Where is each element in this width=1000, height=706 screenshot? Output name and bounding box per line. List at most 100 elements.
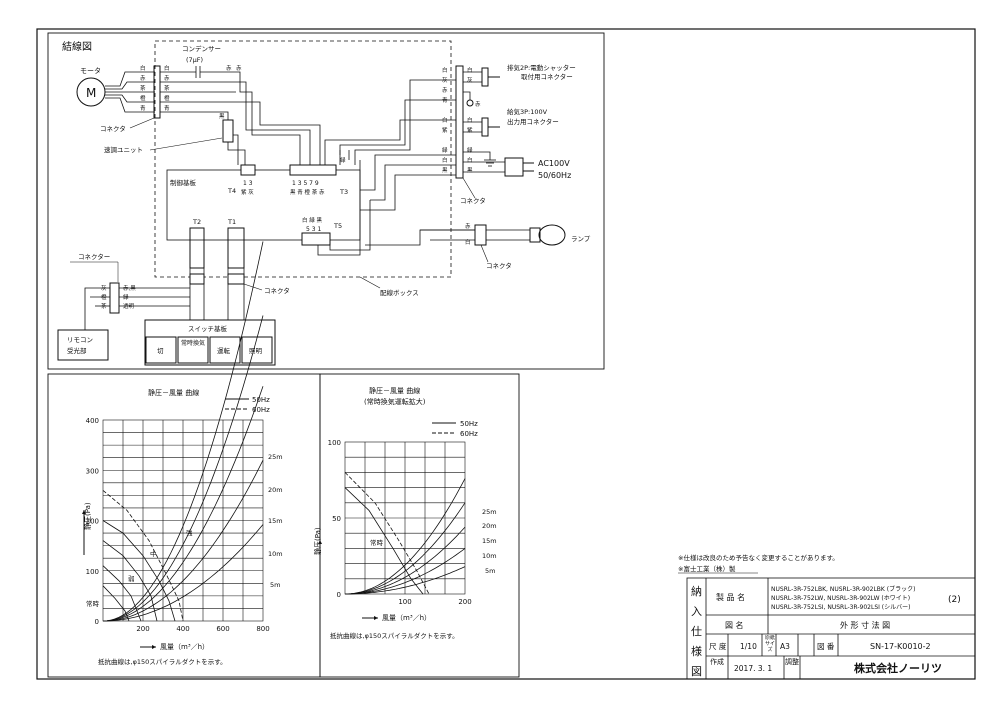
wiring-title: 結線図 — [62, 40, 92, 53]
remote-receiver — [57, 329, 109, 361]
x-tick-label: 800 — [256, 625, 269, 633]
scale-label: 尺 度 — [709, 641, 727, 651]
svg-text:白: 白 — [465, 238, 471, 246]
svg-text:中: 中 — [150, 549, 157, 558]
wiring-box — [154, 40, 452, 278]
svg-text:常時: 常時 — [370, 538, 384, 547]
note-2: ※富士工業（株）製 — [678, 564, 736, 573]
chart2-note: 抵抗曲線は,φ150スパイラルダクトを示す。 — [330, 631, 459, 640]
svg-text:緑: 緑 — [467, 146, 473, 154]
switch-board — [144, 319, 276, 366]
svg-text:T1: T1 — [227, 218, 236, 226]
chart2-subtitle: (常時換気運転拡大) — [364, 397, 426, 406]
remote-connector-label: コネクター — [78, 252, 110, 261]
chart2-title: 静圧－風量 曲線 — [369, 386, 420, 395]
t1-harness — [227, 227, 245, 269]
chart1-title: 静圧－風量 曲線 — [148, 388, 199, 397]
svg-text:20m: 20m — [482, 522, 497, 530]
fan-curve-always-50 — [102, 585, 130, 622]
svg-text:青: 青 — [442, 96, 448, 104]
y-tick-label: 200 — [86, 518, 99, 526]
svg-text:白 緑 黒: 白 緑 黒 — [302, 216, 322, 224]
chart2-xlabel: 風量（m³／h） — [382, 614, 431, 622]
svg-text:切: 切 — [157, 347, 164, 355]
svg-text:灰: 灰 — [467, 76, 473, 84]
fan-curve-mid-50 — [102, 540, 158, 622]
svg-text:10m: 10m — [268, 550, 283, 558]
svg-text:白: 白 — [164, 64, 170, 72]
remote-connector — [109, 282, 120, 314]
chart1-note: 抵抗曲線は,φ150スパイラルダクトを示す。 — [98, 657, 227, 666]
svg-text:5m: 5m — [270, 581, 280, 589]
svg-text:15m: 15m — [482, 537, 497, 545]
svg-text:25m: 25m — [482, 508, 497, 516]
x-tick-label: 100 — [398, 598, 411, 606]
power-label-1: AC100V — [538, 159, 570, 168]
switch-board-label: スイッチ基板 — [188, 324, 228, 333]
svg-text:赤: 赤 — [164, 74, 170, 82]
motor-connector-label: コネクタ — [100, 124, 126, 133]
motor-label: モータ — [80, 66, 101, 75]
svg-text:赤: 赤 — [236, 64, 242, 72]
x-tick-label: 600 — [216, 625, 229, 633]
lamp-base — [529, 227, 541, 243]
svg-text:橙: 橙 — [140, 94, 146, 102]
product-line-1: NUSRL-3R-752LBK, NUSRL-3R-902LBK (ブラック) — [771, 585, 915, 593]
exhaust-label-1: 排気2P:電動シャッター — [507, 63, 576, 72]
scale-value: 1/10 — [740, 642, 757, 651]
power-plug-icon — [504, 157, 524, 177]
motor-wires — [105, 71, 155, 113]
svg-text:灰: 灰 — [442, 76, 448, 84]
svg-text:60Hz: 60Hz — [460, 430, 478, 438]
svg-text:60Hz: 60Hz — [252, 406, 270, 414]
svg-text:白: 白 — [467, 116, 473, 124]
svg-text:5 3 1: 5 3 1 — [306, 226, 321, 233]
revision: (2) — [948, 595, 961, 605]
svg-text:T2: T2 — [192, 218, 201, 226]
svg-text:リモコン: リモコン — [67, 336, 93, 344]
y-tick-label: 0 — [95, 618, 99, 626]
svg-text:コネクタ: コネクタ — [264, 286, 290, 295]
svg-text:黒 青 橙 茶 赤: 黒 青 橙 茶 赤 — [290, 188, 325, 196]
condenser-label: コンデンサー — [182, 44, 221, 53]
motor-m: M — [86, 86, 96, 100]
lamp-label: ランプ — [571, 235, 591, 243]
drawing-name: 外 形 寸 法 図 — [840, 620, 890, 630]
resistance-curve-5 — [102, 241, 264, 622]
svg-text:白: 白 — [442, 66, 448, 74]
company-name: 株式会社ノーリツ — [854, 661, 942, 675]
x-tick-label: 400 — [176, 625, 189, 633]
product-label: 製 品 名 — [716, 592, 745, 602]
wiring-box-label: 配線ボックス — [380, 288, 419, 297]
ground-icon — [484, 159, 496, 167]
exhaust-connector — [481, 67, 489, 87]
svg-text:納: 納 — [691, 585, 702, 598]
svg-text:50Hz: 50Hz — [460, 420, 478, 428]
right-connector — [455, 65, 464, 179]
svg-text:茶: 茶 — [164, 84, 170, 92]
svg-text:紫 灰: 紫 灰 — [241, 188, 254, 196]
power-label-2: 50/60Hz — [538, 171, 571, 180]
switch-run — [209, 336, 241, 364]
resistance-curve-3 — [345, 526, 466, 595]
svg-text:紫: 紫 — [442, 127, 448, 134]
svg-text:緑: 緑 — [340, 156, 346, 164]
svg-text:仕: 仕 — [691, 625, 702, 638]
fan-curve-strong-60 — [102, 490, 184, 622]
svg-text:25m: 25m — [268, 453, 283, 461]
svg-text:茶: 茶 — [140, 84, 146, 92]
product-line-3: NUSRL-3R-752LSI, NUSRL-3R-902LSI (シルバー) — [771, 604, 911, 611]
fan-curve-always-50 — [344, 487, 424, 595]
resistance-curve-1 — [345, 566, 466, 595]
svg-text:受光部: 受光部 — [67, 346, 87, 355]
y-tick-label: 0 — [337, 591, 341, 599]
svg-text:青: 青 — [140, 104, 146, 112]
svg-text:T5: T5 — [333, 222, 342, 230]
x-tick-label: 200 — [458, 598, 471, 606]
svg-text:1 3 5 7 9: 1 3 5 7 9 — [292, 180, 319, 187]
resistance-curve-4 — [102, 315, 264, 622]
svg-text:黒: 黒 — [442, 167, 448, 174]
svg-text:黒: 黒 — [467, 167, 473, 174]
